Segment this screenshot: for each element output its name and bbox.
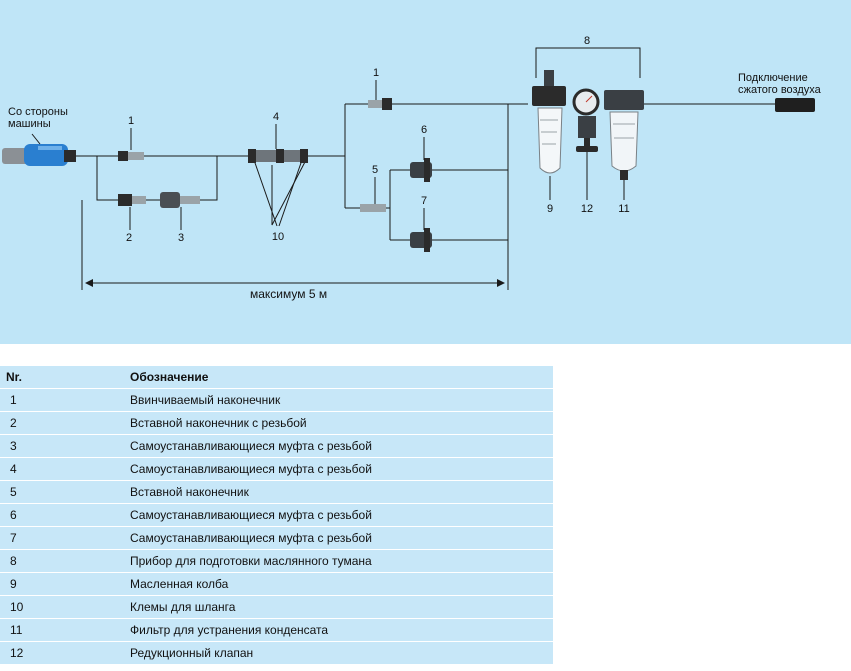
callout-8: 8 — [584, 35, 590, 47]
pneumatic-connection-diagram: Со стороны машины Подключение сжатого во… — [0, 0, 851, 344]
hose-clamp-lines — [253, 159, 303, 227]
plug-in-nipple-icon — [360, 204, 386, 212]
label-air-supply-line2: сжатого воздуха — [738, 84, 822, 96]
cell-nr: 9 — [0, 573, 120, 595]
cell-nr: 3 — [0, 435, 120, 457]
coupling-threaded-icon-6 — [410, 158, 432, 182]
cell-nr: 7 — [0, 527, 120, 549]
cell-nr: 2 — [0, 412, 120, 434]
cell-name: Ввинчиваемый наконечник — [120, 389, 553, 411]
service-unit-bracket — [535, 47, 641, 78]
table-header-row: Nr. Обозначение — [0, 366, 553, 388]
cell-name: Вставной наконечник — [120, 481, 553, 503]
header-name: Обозначение — [120, 366, 553, 388]
plug-in-nipple-threaded-icon — [118, 194, 146, 206]
air-supply-plug-icon — [775, 98, 815, 112]
callout-10: 10 — [272, 231, 284, 243]
coupling-threaded-icon-4 — [248, 149, 308, 163]
cell-name: Фильтр для устранения конденсата — [120, 619, 553, 641]
callout-1b: 1 — [373, 67, 379, 79]
callout-11: 11 — [618, 203, 629, 215]
cell-name: Самоустанавливающиеся муфта с резьбой — [120, 435, 553, 457]
cell-nr: 8 — [0, 550, 120, 572]
callout-6: 6 — [421, 124, 427, 136]
cell-name: Клемы для шланга — [120, 596, 553, 618]
callout-9: 9 — [547, 203, 553, 215]
cell-name: Самоустанавливающиеся муфта с резьбой — [120, 527, 553, 549]
callout-5: 5 — [372, 164, 378, 176]
header-nr: Nr. — [0, 366, 120, 388]
coupling-threaded-icon-3 — [160, 192, 200, 208]
screw-in-nipple-icon-upper — [368, 98, 392, 110]
lubricator-bowl-icon — [532, 70, 566, 174]
callout-1a: 1 — [128, 115, 134, 127]
cell-nr: 4 — [0, 458, 120, 480]
callout-2: 2 — [126, 232, 132, 244]
label-max-length: максимум 5 м — [250, 287, 327, 301]
screw-in-nipple-icon — [118, 151, 144, 161]
cell-name: Прибор для подготовки маслянного тумана — [120, 550, 553, 572]
cell-name: Самоустанавливающиеся муфта с резьбой — [120, 458, 553, 480]
cell-nr: 6 — [0, 504, 120, 526]
cell-name: Редукционный клапан — [120, 642, 553, 664]
callout-12: 12 — [581, 203, 593, 215]
cell-nr: 1 — [0, 389, 120, 411]
cell-name: Масленная колба — [120, 573, 553, 595]
callout-3: 3 — [178, 232, 184, 244]
cell-name: Вставной наконечник с резьбой — [120, 412, 553, 434]
pressure-regulator-icon — [572, 88, 600, 152]
label-air-supply-line1: Подключение — [738, 72, 808, 84]
callout-7: 7 — [421, 195, 427, 207]
cell-nr: 11 — [0, 619, 120, 641]
cell-name: Самоустанавливающиеся муфта с резьбой — [120, 504, 553, 526]
callout-4: 4 — [273, 111, 279, 123]
label-machine-side-line2: машины — [8, 118, 51, 130]
cell-nr: 12 — [0, 642, 120, 664]
label-machine-side-line1: Со стороны — [8, 106, 68, 118]
diagram-canvas: Со стороны машины Подключение сжатого во… — [2, 35, 822, 301]
condensate-filter-icon — [604, 90, 644, 180]
pneumatic-tool-icon — [2, 133, 76, 166]
cell-nr: 10 — [0, 596, 120, 618]
cell-nr: 5 — [0, 481, 120, 503]
coupling-threaded-icon-7 — [410, 228, 432, 252]
